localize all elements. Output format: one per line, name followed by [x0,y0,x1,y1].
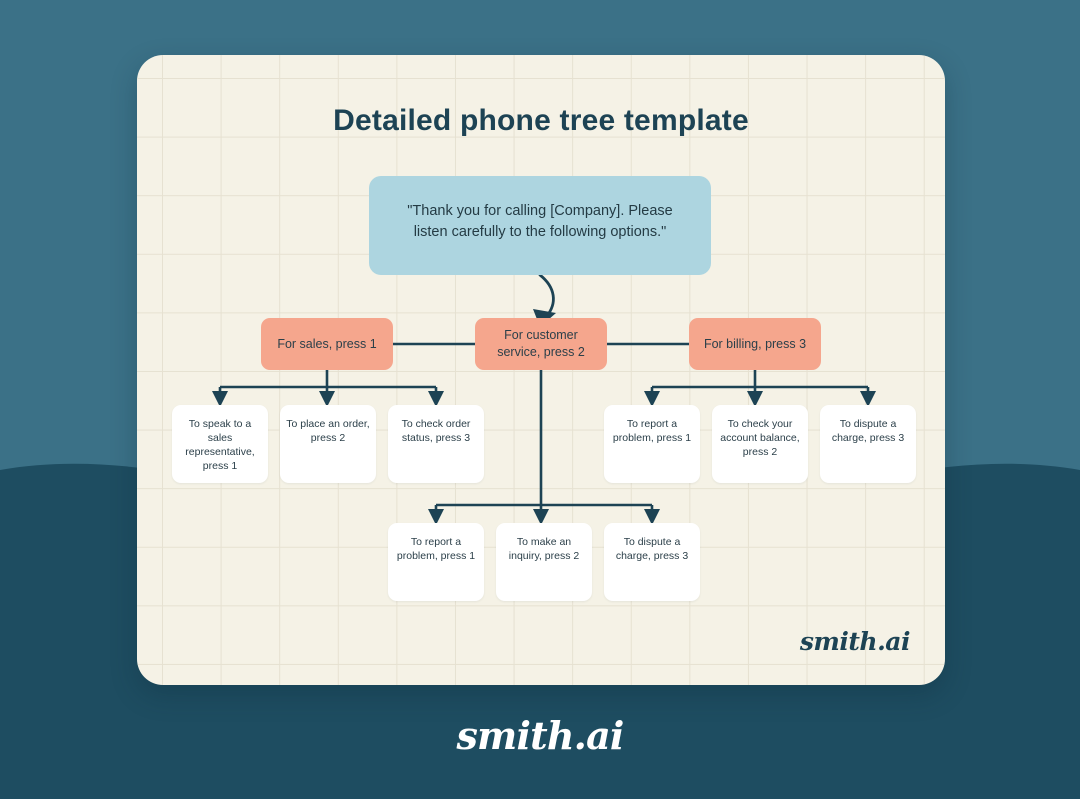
leaf-node[interactable]: To speak to a sales representative, pres… [172,405,268,483]
arrowhead-sales-3 [428,391,444,407]
leaf-node[interactable]: To report a problem, press 1 [388,523,484,601]
leaf-node[interactable]: To place an order, press 2 [280,405,376,483]
leaf-label: To place an order, press 2 [286,418,370,444]
arrowhead-sales-2 [319,391,335,407]
leaf-label: To report a problem, press 1 [612,418,692,444]
greeting-text: "Thank you for calling [Company]. Please… [407,203,673,241]
leaf-label: To dispute a charge, press 3 [831,418,905,444]
greeting-node[interactable]: "Thank you for calling [Company]. Please… [369,176,711,275]
arrowhead-sales-1 [212,391,228,407]
arrowhead-billing-2 [747,391,763,407]
leaf-node[interactable]: To make an inquiry, press 2 [496,523,592,601]
option-label: For sales, press 1 [277,336,377,351]
arrowhead-billing-3 [860,391,876,407]
leaf-node[interactable]: To dispute a charge, press 3 [820,405,916,483]
option-node-sales[interactable]: For sales, press 1 [261,318,393,370]
leaf-label: To make an inquiry, press 2 [508,536,580,562]
leaf-label: To check order status, press 3 [401,418,471,444]
page-title: Detailed phone tree template [333,104,749,137]
leaf-node[interactable]: To check your account balance, press 2 [712,405,808,483]
option-node-customer-service[interactable]: For customer service, press 2 [475,318,607,370]
leaf-node[interactable]: To report a problem, press 1 [604,405,700,483]
option-label: For customer service, press 2 [497,328,585,359]
diagram-card: Detailed phone tree template [137,55,945,685]
leaf-node[interactable]: To dispute a charge, press 3 [604,523,700,601]
page-brand-logo: smith.ai [456,713,624,758]
leaf-label: To dispute a charge, press 3 [615,536,689,562]
arrowhead-billing-1 [644,391,660,407]
option-node-billing[interactable]: For billing, press 3 [689,318,821,370]
arrowhead-cs-1 [428,509,444,525]
card-brand-logo: smith.ai [799,627,911,656]
arrowhead-cs-3 [644,509,660,525]
option-label: For billing, press 3 [703,336,807,351]
arrowhead-cs-2 [533,509,549,525]
leaf-label: To check your account balance, press 2 [720,418,800,458]
leaf-label: To report a problem, press 1 [396,536,476,562]
leaf-label: To speak to a sales representative, pres… [185,418,255,472]
leaf-node[interactable]: To check order status, press 3 [388,405,484,483]
connector-lines [212,273,876,525]
